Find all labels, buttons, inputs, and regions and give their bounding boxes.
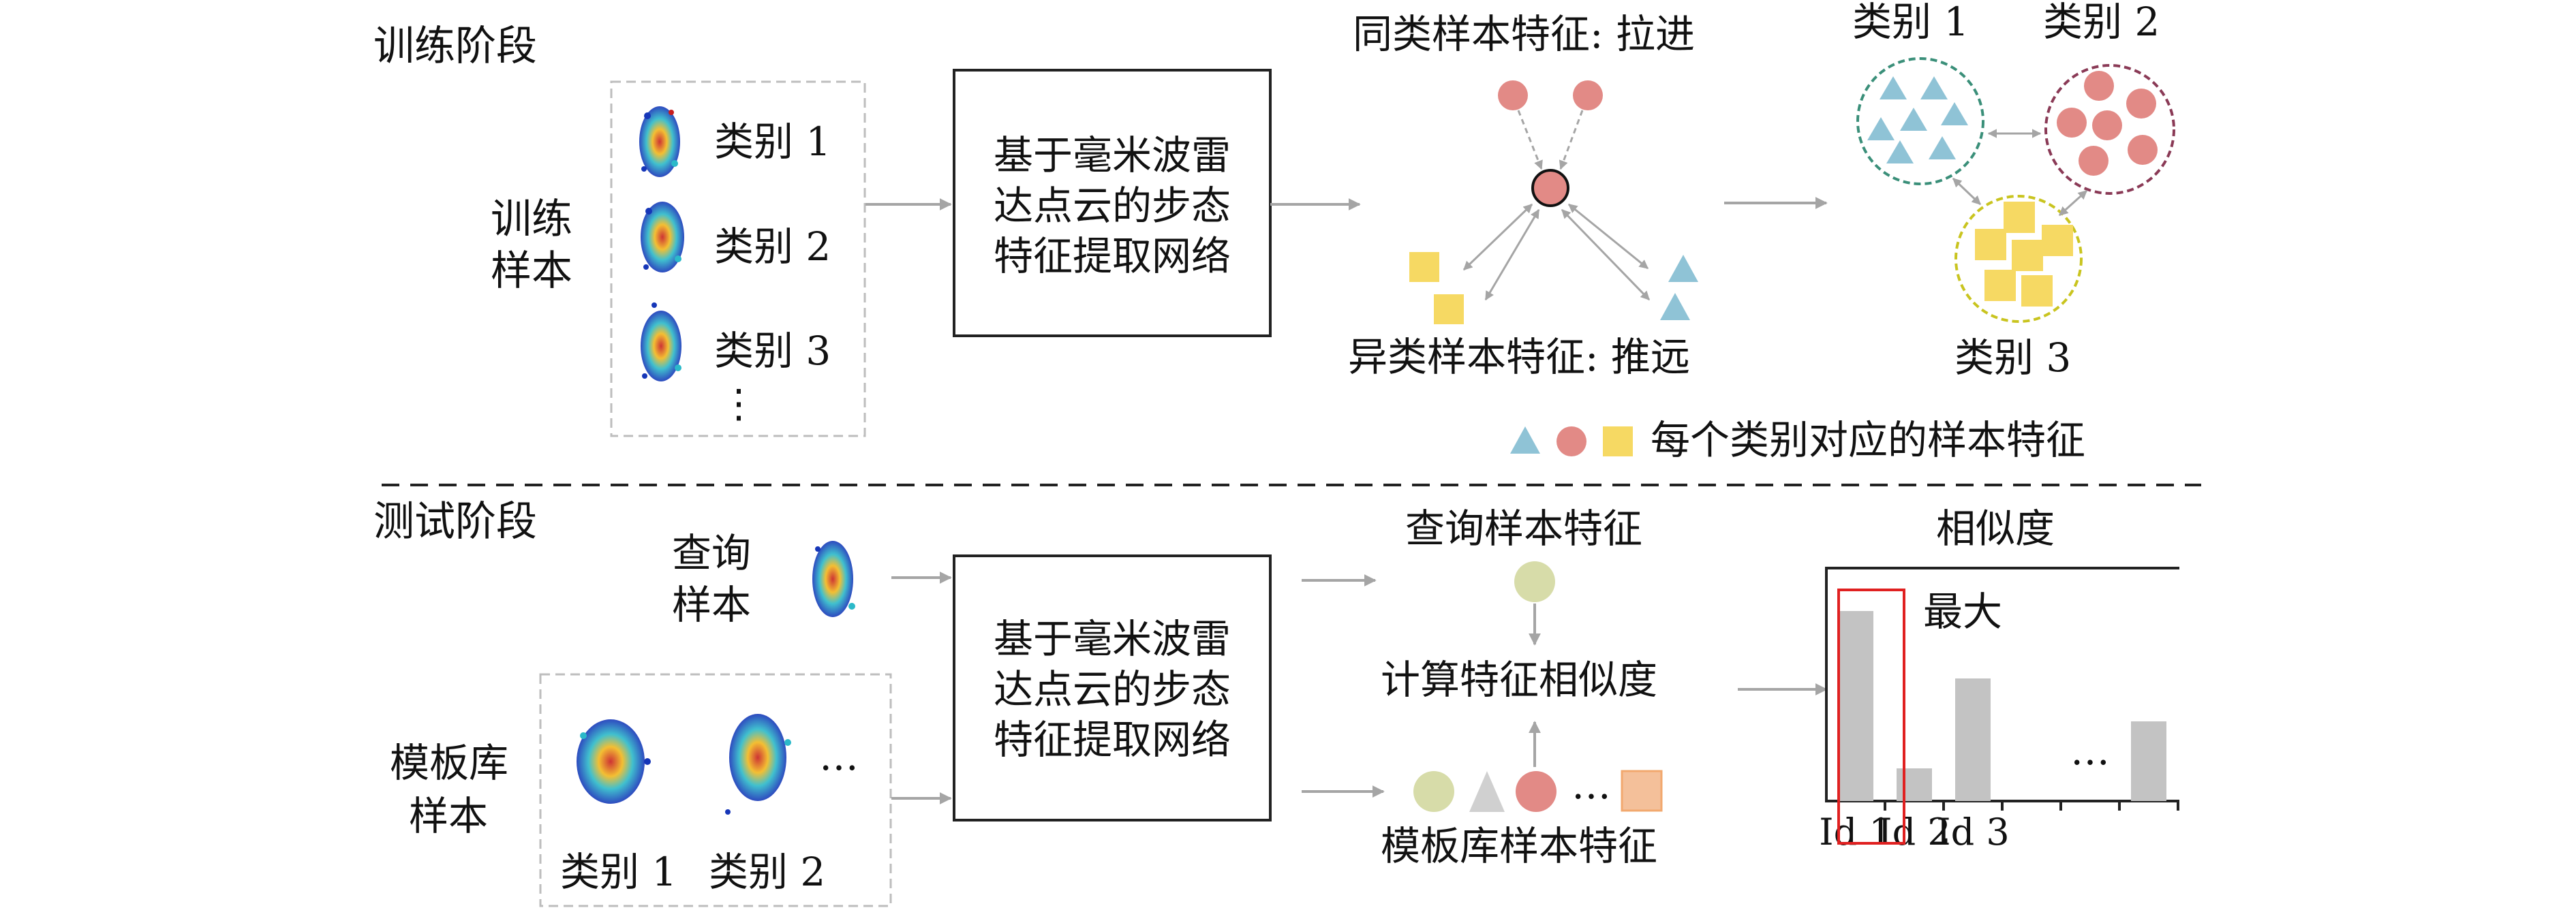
- training-stage-label: 训练阶段: [373, 22, 537, 70]
- template-class2-label: 类别 2: [709, 849, 825, 895]
- cluster3-label: 类别 3: [1954, 334, 2071, 381]
- cluster2-label: 类别 2: [2043, 0, 2160, 45]
- x-tick-label-1: Id 1: [1819, 811, 1892, 854]
- legend-circle: [1557, 426, 1586, 456]
- bar-1: [1838, 611, 1873, 801]
- point-cloud-class3: [641, 302, 681, 381]
- cluster3-ring: [1954, 195, 2083, 323]
- train-class2-label: 类别 2: [714, 223, 831, 270]
- template-feature-circle-1: [1413, 771, 1454, 812]
- testing-network-line2: 达点云的步态: [994, 666, 1231, 713]
- template-feature-ellipsis: …: [1571, 762, 1611, 808]
- testing-stage-label: 测试阶段: [373, 498, 537, 546]
- template-label-line2: 样本: [409, 793, 488, 839]
- template-feature-square: [1621, 770, 1663, 812]
- push-label: 异类样本特征: 推远: [1348, 334, 1690, 380]
- bar-ellipsis: …: [2070, 727, 2110, 774]
- query-point-cloud: [812, 541, 855, 617]
- cluster1-triangles: [1867, 76, 1968, 163]
- bars-group: [1838, 611, 2166, 801]
- push-arrow-right-2: [1561, 208, 1651, 301]
- pull-label: 同类样本特征: 拉进: [1353, 11, 1695, 57]
- training-network-line2: 达点云的步态: [994, 183, 1231, 229]
- pull-arrow-1: [1517, 110, 1543, 170]
- template-feature-circle-2: [1516, 771, 1557, 812]
- point-cloud-class2: [641, 202, 684, 272]
- chart-title: 相似度: [1936, 505, 2055, 552]
- anchor-feature: [1531, 169, 1569, 207]
- same-class-feature-2: [1573, 80, 1603, 110]
- training-samples-label-line1: 训练: [491, 195, 572, 243]
- point-cloud-class1: [639, 106, 680, 177]
- ticks-group: [1884, 801, 2179, 811]
- max-label: 最大: [1923, 589, 2002, 635]
- bar-6: [2131, 721, 2166, 801]
- query-feature-label: 查询样本特征: [1405, 505, 1642, 552]
- x-tick-label-2: Id 2: [1877, 811, 1950, 854]
- same-class-feature-1: [1498, 80, 1528, 110]
- template-point-cloud-2: [725, 714, 791, 815]
- diff-class-square-2: [1434, 294, 1464, 324]
- tick-labels-group: Id 1Id 2Id 3: [1819, 811, 2009, 854]
- diff-class-square-1: [1409, 252, 1439, 282]
- cluster1-ring: [1856, 57, 1984, 185]
- query-label-line1: 查询: [672, 530, 751, 576]
- training-network-line3: 特征提取网络: [994, 233, 1231, 279]
- template-ellipsis: …: [819, 733, 859, 779]
- diff-class-triangle-2: [1660, 293, 1690, 320]
- cluster-arrow-1-3: [1952, 177, 1982, 206]
- training-samples-box: [610, 80, 866, 437]
- compute-similarity-label: 计算特征相似度: [1381, 657, 1657, 703]
- legend-label: 每个类别对应的样本特征: [1651, 417, 2085, 463]
- bar-3: [1955, 678, 1991, 801]
- template-feature-triangle: [1469, 771, 1505, 812]
- train-class3-label: 类别 3: [714, 328, 831, 374]
- legend-square: [1603, 426, 1633, 456]
- query-feature-circle: [1514, 561, 1555, 602]
- training-samples-label-line2: 样本: [491, 247, 572, 295]
- query-label-line2: 样本: [672, 582, 751, 628]
- legend-triangle: [1510, 426, 1540, 454]
- bar-2: [1897, 768, 1932, 801]
- training-network-line1: 基于毫米波雷: [994, 132, 1231, 178]
- legend: 每个类别对应的样本特征: [1510, 417, 2085, 463]
- template-samples-box: [539, 673, 892, 907]
- testing-network-line1: 基于毫米波雷: [994, 616, 1231, 662]
- max-highlight-box: [1837, 589, 1905, 845]
- train-classes-ellipsis: ⋮: [719, 380, 758, 426]
- cluster1-label: 类别 1: [1852, 0, 1969, 45]
- push-arrow-left-2: [1484, 208, 1540, 301]
- testing-network-box: [953, 554, 1272, 821]
- pull-arrow-2: [1559, 110, 1584, 170]
- similarity-chart: 相似度 Id 1Id 2Id 3 最大 …: [1819, 505, 2179, 854]
- template-class1-label: 类别 1: [560, 849, 677, 895]
- cluster2-ring: [2044, 64, 2175, 195]
- training-network-box: [953, 69, 1272, 337]
- cluster3-squares: [1975, 202, 2073, 307]
- testing-network-line3: 特征提取网络: [994, 717, 1231, 763]
- template-point-cloud-1: [577, 719, 651, 804]
- cluster-arrow-2-3: [2058, 189, 2088, 217]
- train-class1-label: 类别 1: [714, 119, 831, 165]
- x-tick-label-3: Id 3: [1936, 811, 2009, 854]
- template-feature-label: 模板库样本特征: [1381, 823, 1657, 869]
- template-label-line1: 模板库: [390, 740, 508, 786]
- diff-class-triangle-1: [1668, 255, 1698, 282]
- cluster2-circles: [2057, 71, 2158, 176]
